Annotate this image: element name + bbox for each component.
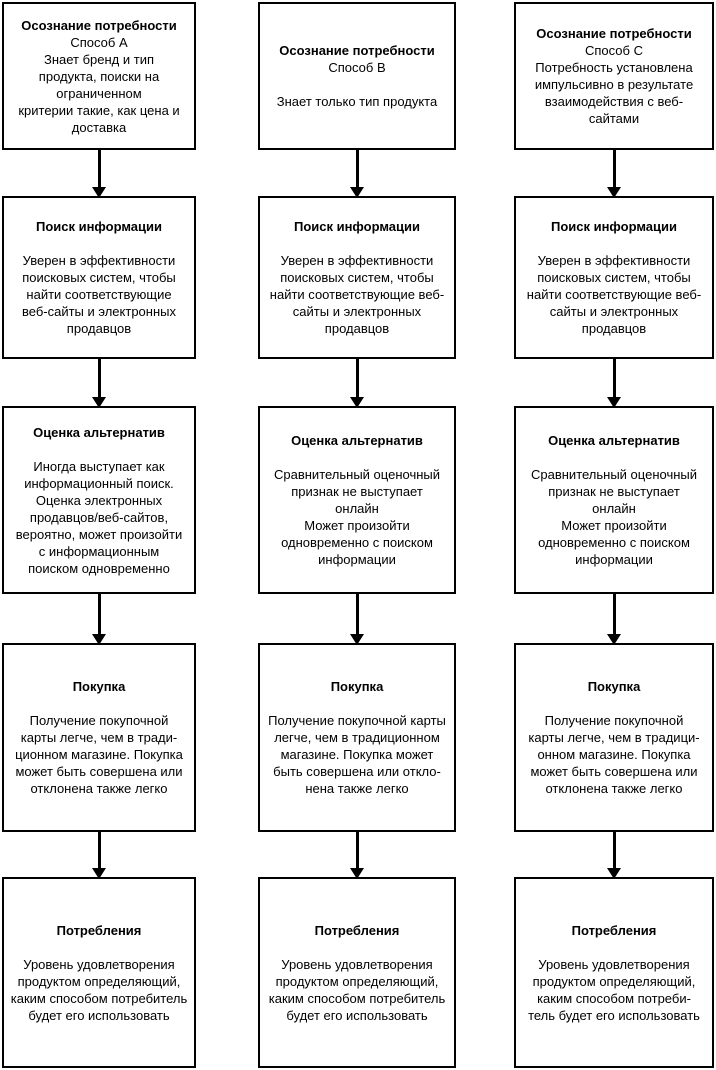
box-title: Оценка альтернатив: [548, 433, 680, 448]
box-title: Потребления: [314, 922, 400, 938]
box-body: Уровень удовлетворения продуктом определ…: [268, 956, 446, 1023]
box-body: Получение покупочной карты легче, чем в …: [268, 713, 446, 796]
box-information-search-c: Поиск информации Уверен в эффективности …: [514, 196, 714, 359]
down-arrow-icon: [350, 594, 364, 645]
down-arrow-icon: [92, 594, 106, 645]
box-body: Способ С Потребность установлена импульс…: [534, 43, 694, 126]
box-title: Покупка: [72, 679, 126, 694]
box-title: Поиск информации: [35, 219, 163, 234]
box-purchase-c: Покупка Получение покупочной карты легче…: [514, 643, 714, 832]
box-body: Уровень удовлетворения продуктом определ…: [10, 956, 188, 1023]
box-need-recognition-b: Осознание потребности Способ В Знает тол…: [258, 2, 456, 150]
box-evaluation-a: Оценка альтернатив Иногда выступает как …: [2, 406, 196, 594]
box-title: Осознание потребности: [536, 26, 692, 41]
box-body: Уровень удовлетворения продуктом определ…: [528, 956, 700, 1023]
down-arrow-icon: [350, 832, 364, 879]
box-need-recognition-a: Осознание потребности Способ А Знает бре…: [2, 2, 196, 150]
box-body: Получение покупочной карты легче, чем в …: [15, 713, 183, 796]
box-title: Осознание потребности: [279, 43, 435, 58]
down-arrow-icon: [350, 150, 364, 198]
down-arrow-icon: [607, 359, 621, 408]
box-body: Уверен в эффективности поисковых систем,…: [21, 253, 176, 336]
box-consumption-c: Потребления Уровень удовлетворения проду…: [514, 877, 714, 1068]
box-title: Потребления: [571, 922, 657, 938]
box-title: Осознание потребности: [21, 17, 177, 33]
box-title: Оценка альтернатив: [291, 433, 423, 448]
box-information-search-a: Поиск информации Уверен в эффективности …: [2, 196, 196, 359]
box-title: Покупка: [587, 679, 641, 694]
box-body: Уверен в эффективности поисковых систем,…: [526, 253, 702, 336]
box-evaluation-c: Оценка альтернатив Сравнительный оценочн…: [514, 406, 714, 594]
box-purchase-a: Покупка Получение покупочной карты легче…: [2, 643, 196, 832]
down-arrow-icon: [607, 832, 621, 879]
box-body: Способ В Знает только тип продукта: [276, 60, 438, 109]
box-body: Иногда выступает как информационный поис…: [15, 458, 183, 576]
box-body: Сравнительный оценочный признак не высту…: [274, 467, 440, 567]
box-evaluation-b: Оценка альтернатив Сравнительный оценочн…: [258, 406, 456, 594]
box-body: Получение покупочной карты легче, чем в …: [528, 713, 700, 796]
down-arrow-icon: [607, 594, 621, 645]
box-purchase-b: Покупка Получение покупочной карты легче…: [258, 643, 456, 832]
down-arrow-icon: [92, 359, 106, 408]
box-title: Оценка альтернатив: [33, 424, 165, 440]
box-body: Уверен в эффективности поисковых систем,…: [269, 253, 445, 336]
down-arrow-icon: [350, 359, 364, 408]
down-arrow-icon: [92, 832, 106, 879]
box-consumption-a: Потребления Уровень удовлетворения проду…: [2, 877, 196, 1068]
down-arrow-icon: [607, 150, 621, 198]
box-body: Способ А Знает бренд и тип продукта, пои…: [18, 34, 180, 135]
box-body: Сравнительный оценочный признак не высту…: [531, 467, 697, 567]
box-title: Покупка: [330, 679, 384, 694]
box-title: Потребления: [56, 922, 142, 938]
box-title: Поиск информации: [293, 219, 421, 234]
box-information-search-b: Поиск информации Уверен в эффективности …: [258, 196, 456, 359]
box-consumption-b: Потребления Уровень удовлетворения проду…: [258, 877, 456, 1068]
down-arrow-icon: [92, 150, 106, 198]
box-need-recognition-c: Осознание потребности Способ С Потребнос…: [514, 2, 714, 150]
box-title: Поиск информации: [550, 219, 678, 234]
